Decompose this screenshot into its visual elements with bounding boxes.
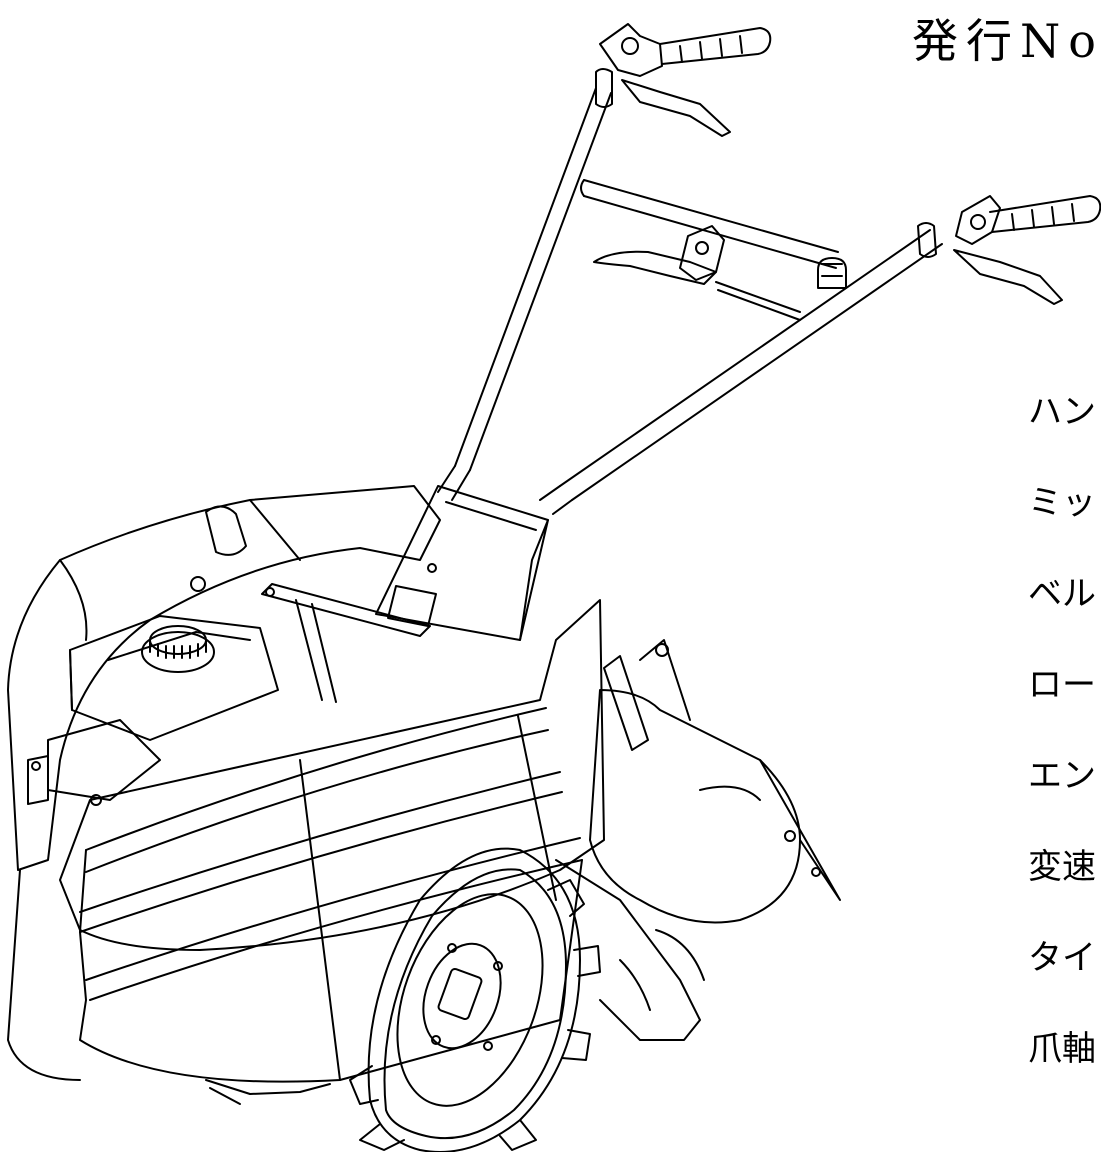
list-item[interactable]: タイ xyxy=(1028,938,1096,978)
issue-number-label: 発行No xyxy=(912,14,1101,68)
list-item[interactable]: 変速 xyxy=(1028,847,1096,887)
list-item[interactable]: ロー xyxy=(1028,665,1096,705)
rotor-cover xyxy=(589,639,841,924)
handlebar-assembly xyxy=(437,23,1101,515)
handle-column xyxy=(375,485,549,641)
main-cover xyxy=(7,485,605,1083)
list-item[interactable]: ベル xyxy=(1028,574,1096,614)
list-item[interactable]: エン xyxy=(1028,756,1096,796)
parts-index-list: ハン ミッ ベル ロー エン 変速 タイ 爪軸 xyxy=(1028,392,1101,1120)
list-item[interactable]: 爪軸 xyxy=(1028,1029,1096,1069)
bottom-skid xyxy=(205,1079,331,1105)
list-item[interactable]: ミッ xyxy=(1028,483,1096,523)
engine-block xyxy=(27,505,431,806)
wheel-assembly xyxy=(349,847,601,1152)
rotary-tines xyxy=(555,859,705,1041)
list-item[interactable]: ハン xyxy=(1028,392,1096,432)
